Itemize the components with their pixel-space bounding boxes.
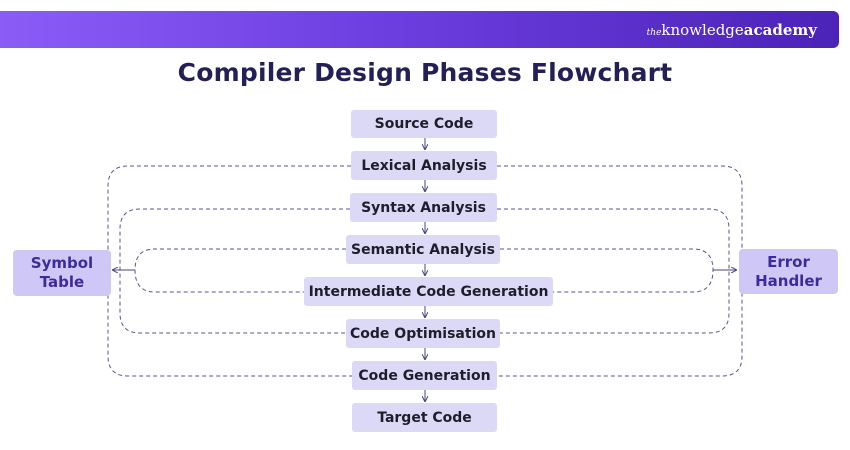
loop-outer-right xyxy=(497,165,743,377)
phase-lexical-analysis: Lexical Analysis xyxy=(351,151,497,180)
phase-code-optimisation: Code Optimisation xyxy=(346,319,500,348)
header-banner: theknowledgeacademy xyxy=(0,11,839,48)
phase-target-code: Target Code xyxy=(352,403,497,432)
phase-intermediate-code-generation: Intermediate Code Generation xyxy=(304,277,553,306)
symbol-table-label-line1: Symbol xyxy=(30,254,94,272)
error-handler-label-line2: Handler xyxy=(755,271,822,290)
error-handler-label-line1: Error xyxy=(767,252,810,271)
phase-code-generation: Code Generation xyxy=(352,361,497,390)
loop-middle-left xyxy=(119,208,350,334)
brand-prefix: the xyxy=(646,28,662,38)
phase-source-code: Source Code xyxy=(351,110,497,138)
symbol-table-label-line2: Table xyxy=(39,273,85,291)
error-handler-box: Error Handler xyxy=(739,249,838,294)
brand-bold: academy xyxy=(743,21,817,39)
phase-semantic-analysis: Semantic Analysis xyxy=(346,235,500,264)
symbol-table-box: Symbol Table xyxy=(13,250,111,296)
page-title: Compiler Design Phases Flowchart xyxy=(177,58,673,87)
brand-main: knowledge xyxy=(661,21,744,39)
phase-syntax-analysis: Syntax Analysis xyxy=(350,193,497,222)
loop-middle-right xyxy=(497,208,730,334)
loop-outer-left xyxy=(107,165,352,377)
brand-logo: theknowledgeacademy xyxy=(647,20,817,39)
